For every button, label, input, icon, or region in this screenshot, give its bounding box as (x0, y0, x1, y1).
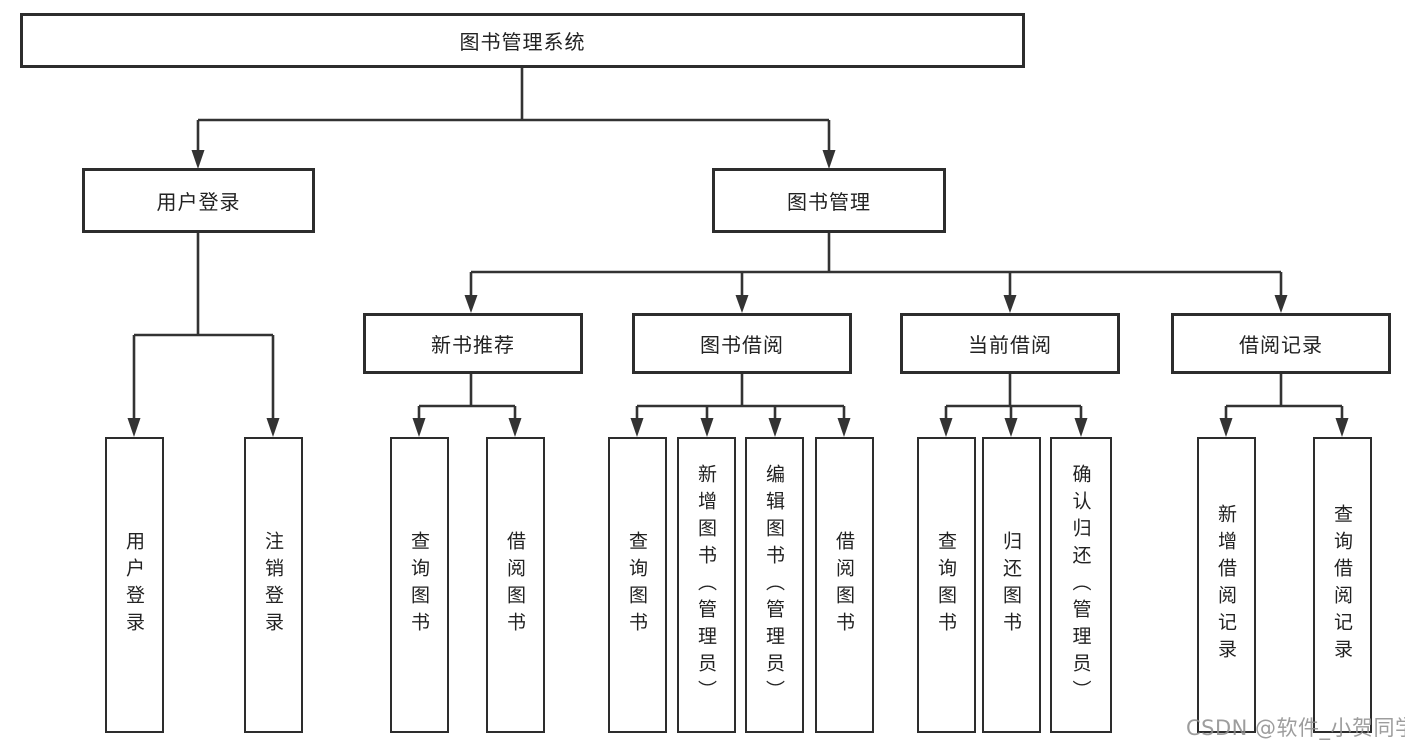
node-book-borrowing: 图书借阅 (632, 313, 852, 374)
node-user-login: 用户登录 (82, 168, 315, 233)
watermark: CSDN @软件_小贺同学 (1186, 716, 1405, 740)
leaf-logout: 注销登录 (244, 437, 303, 733)
leaf-current-query-books: 查询图书 (917, 437, 976, 733)
node-current-borrowing: 当前借阅 (900, 313, 1120, 374)
leaf-label: 归还图书 (1000, 531, 1022, 639)
leaf-label: 新增借阅记录 (1215, 504, 1237, 666)
leaf-current-return-books: 归还图书 (982, 437, 1041, 733)
leaf-label: 新增图书（管理员） (695, 463, 717, 707)
node-book-management: 图书管理 (712, 168, 946, 233)
node-new-book-recommend: 新书推荐 (363, 313, 583, 374)
leaf-user-login: 用户登录 (105, 437, 164, 733)
leaf-label: 确认归还（管理员） (1069, 463, 1092, 707)
leaf-label: 查询图书 (626, 531, 648, 639)
leaf-label: 借阅图书 (504, 531, 526, 639)
leaf-label: 编辑图书（管理员） (763, 463, 785, 707)
leaf-label: 查询图书 (935, 531, 957, 639)
leaf-current-confirm-return-admin: 确认归还（管理员） (1050, 437, 1112, 733)
leaf-record-add: 新增借阅记录 (1197, 437, 1256, 733)
leaf-newbook-query-books: 查询图书 (390, 437, 449, 733)
leaf-label: 查询借阅记录 (1331, 504, 1353, 666)
leaf-borrow-borrow-books: 借阅图书 (815, 437, 874, 733)
leaf-label: 借阅图书 (833, 531, 855, 639)
connector-arrowheads (127, 150, 1349, 437)
leaf-label: 注销登录 (262, 531, 284, 639)
leaf-record-query: 查询借阅记录 (1313, 437, 1372, 733)
leaf-newbook-borrow-books: 借阅图书 (486, 437, 545, 733)
leaf-borrow-add-books-admin: 新增图书（管理员） (677, 437, 736, 733)
leaf-label: 用户登录 (123, 531, 145, 639)
connector-segments (132, 68, 1344, 419)
leaf-label: 查询图书 (408, 531, 430, 639)
leaf-borrow-edit-books-admin: 编辑图书（管理员） (745, 437, 804, 733)
leaf-borrow-query-books: 查询图书 (608, 437, 667, 733)
node-library-system: 图书管理系统 (20, 13, 1025, 68)
node-borrow-records: 借阅记录 (1171, 313, 1391, 374)
